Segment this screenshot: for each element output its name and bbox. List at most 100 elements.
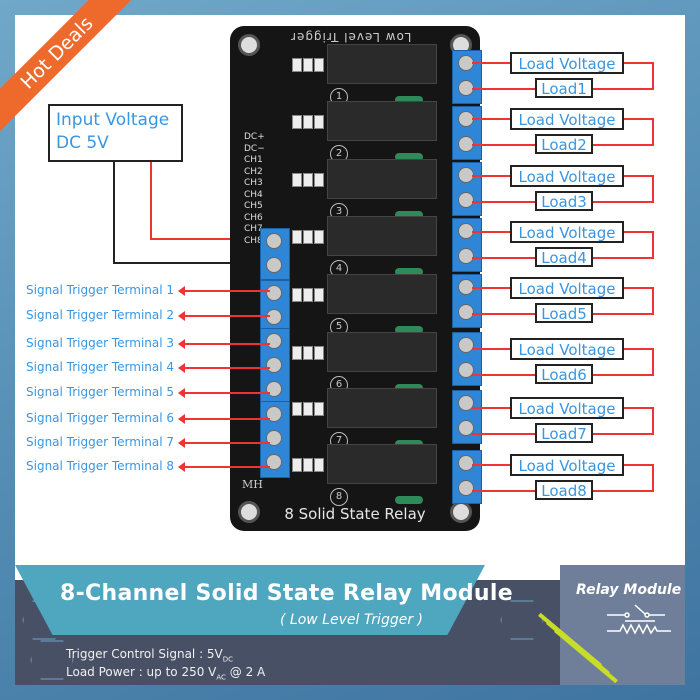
spec-trigger: Trigger Control Signal : 5VDC [66,647,234,664]
smd-component [303,230,313,244]
pin-label: DC− [244,143,265,154]
smd-component [314,173,324,187]
load-wire [472,144,535,146]
screw-terminal[interactable] [458,420,474,436]
load-wire [472,433,535,435]
screw-terminal[interactable] [266,233,282,249]
load-wire [472,201,535,203]
load-wire [472,62,510,64]
screw-terminal[interactable] [266,257,282,273]
load-voltage-label: Load Voltage [510,108,624,130]
pin-label: CH7 [244,224,263,234]
pin-label: DC+ [244,132,265,142]
pin-label: CH2 [244,166,263,177]
screw-terminal[interactable] [458,455,474,471]
mount-hole [238,501,260,523]
mount-hole [238,34,260,56]
signal-trigger-label: Signal Trigger Terminal 4 [26,360,175,374]
smd-component [292,402,302,416]
screw-terminal[interactable] [266,406,282,422]
load-loop-wire [593,374,654,376]
load-voltage-label: Load Voltage [510,277,624,299]
screw-terminal[interactable] [266,309,282,325]
load-label: Load4 [535,247,593,267]
resistor [395,326,423,334]
load-wire [472,118,510,120]
screw-terminal[interactable] [458,192,474,208]
screw-terminal[interactable] [458,480,474,496]
smd-component [292,58,302,72]
signal-trigger-label: Signal Trigger Terminal 1 [26,283,175,297]
ssr-relay [327,444,437,484]
smd-component [314,288,324,302]
screw-terminal[interactable] [458,337,474,353]
screw-terminal[interactable] [458,362,474,378]
smd-component [292,230,302,244]
ssr-relay [327,274,437,314]
signal-arrow [178,414,270,424]
ssr-relay [327,44,437,84]
smd-component [303,402,313,416]
pin-label: CH3 [244,178,263,188]
load-loop-wire [624,231,654,233]
load-loop-wire [624,287,654,289]
smd-component [292,115,302,129]
pin-label: CH1 [244,155,263,165]
resistor [395,211,423,219]
screw-terminal[interactable] [266,430,282,446]
smd-component [303,346,313,360]
load-loop-wire [624,62,654,64]
smd-component [303,173,313,187]
load-voltage-label: Load Voltage [510,338,624,360]
screw-terminal[interactable] [266,454,282,470]
smd-component [303,115,313,129]
load-loop-wire [652,407,654,435]
load-loop-wire [593,88,654,90]
board-top-label: Low Level Trigger [290,30,412,44]
load-loop-wire [593,490,654,492]
banner-subtitle: ( Low Level Trigger ) [280,612,423,628]
ssr-relay [327,388,437,428]
load-loop-wire [652,287,654,315]
input-voltage-line1: Input Voltage [56,110,170,130]
load-loop-wire [652,464,654,492]
smd-component [314,58,324,72]
input-voltage-line2: DC 5V [56,133,109,153]
relay-symbol-icon [607,604,671,635]
screw-terminal[interactable] [266,285,282,301]
signal-arrow [178,388,270,398]
ssr-relay [327,332,437,372]
screw-terminal[interactable] [458,304,474,320]
screw-terminal[interactable] [458,395,474,411]
board-bottom-label: 8 Solid State Relay [284,505,426,523]
screw-terminal[interactable] [266,381,282,397]
signal-trigger-label: Signal Trigger Terminal 7 [26,435,175,449]
load-wire [472,257,535,259]
dc-minus-wire-h [113,262,270,264]
screw-terminal[interactable] [266,333,282,349]
signal-trigger-label: Signal Trigger Terminal 8 [26,459,175,473]
smd-component [292,288,302,302]
load-loop-wire [624,407,654,409]
load-wire [472,407,510,409]
relay-number: 8 [330,488,348,506]
load-label: Load2 [535,134,593,154]
load-label: Load6 [535,364,593,384]
load-loop-wire [652,231,654,259]
load-loop-wire [593,144,654,146]
signal-arrow [178,363,270,373]
smd-component [292,173,302,187]
signal-trigger-label: Signal Trigger Terminal 5 [26,385,175,399]
load-label: Load7 [535,423,593,443]
load-wire [472,490,535,492]
signal-arrow [178,462,270,472]
load-loop-wire [624,175,654,177]
load-loop-wire [652,62,654,90]
load-wire [472,287,510,289]
banner-title-strip [15,565,485,635]
signal-arrow [178,286,270,296]
load-label: Load3 [535,191,593,211]
screw-terminal[interactable] [458,248,474,264]
load-voltage-label: Load Voltage [510,397,624,419]
screw-terminal[interactable] [266,357,282,373]
